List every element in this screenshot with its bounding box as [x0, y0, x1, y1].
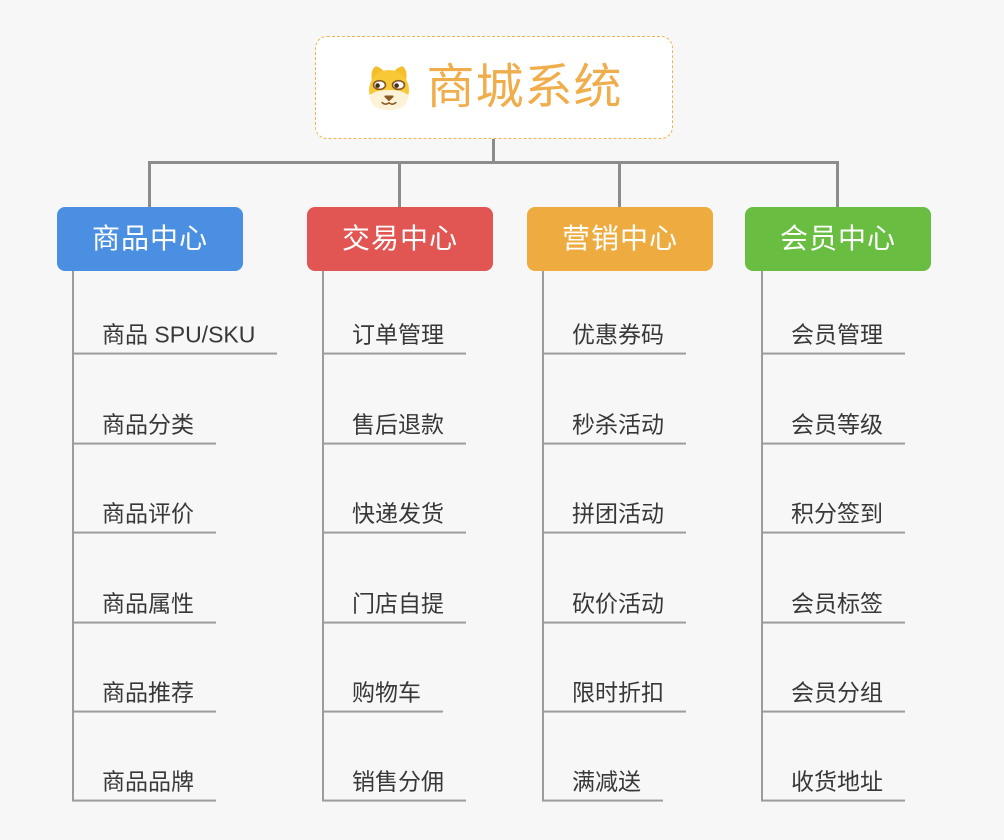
leaf-node[interactable]: 商品属性	[72, 591, 216, 624]
branch-node-product-center[interactable]: 商品中心	[57, 207, 243, 271]
leaf-node[interactable]: 会员等级	[761, 412, 905, 445]
leaf-node[interactable]: 优惠券码	[542, 322, 686, 355]
leaf-node[interactable]: 砍价活动	[542, 591, 686, 624]
leaf-node[interactable]: 限时折扣	[542, 680, 686, 713]
branch-trunk-member	[761, 271, 763, 800]
branch-node-member-center[interactable]: 会员中心	[745, 207, 931, 271]
branch-node-trade-center[interactable]: 交易中心	[307, 207, 493, 271]
leaf-node[interactable]: 快递发货	[322, 501, 466, 534]
branch-node-marketing-center[interactable]: 营销中心	[527, 207, 713, 271]
leaf-node[interactable]: 收货地址	[761, 769, 905, 802]
leaf-node[interactable]: 购物车	[322, 680, 443, 713]
connector-horizontal-bar	[148, 161, 839, 164]
leaf-node[interactable]: 商品品牌	[72, 769, 216, 802]
branch-trunk-product	[72, 271, 74, 800]
leaf-node[interactable]: 订单管理	[322, 322, 466, 355]
branch-trunk-marketing	[542, 271, 544, 800]
branch-trunk-trade	[322, 271, 324, 800]
connector-drop-product	[148, 162, 151, 208]
leaf-node[interactable]: 商品推荐	[72, 680, 216, 713]
root-title: 商城系统	[426, 60, 623, 114]
dog-face-icon	[369, 65, 410, 110]
leaf-node[interactable]: 会员管理	[761, 322, 905, 355]
leaf-node[interactable]: 商品分类	[72, 412, 216, 445]
leaf-node[interactable]: 销售分佣	[322, 769, 466, 802]
leaf-node[interactable]: 会员标签	[761, 591, 905, 624]
leaf-node[interactable]: 拼团活动	[542, 501, 686, 534]
leaf-node[interactable]: 门店自提	[322, 591, 466, 624]
connector-root-drop	[492, 139, 495, 162]
connector-drop-marketing	[618, 162, 621, 208]
leaf-node[interactable]: 积分签到	[761, 501, 905, 534]
connector-drop-trade	[398, 162, 401, 208]
leaf-node[interactable]: 秒杀活动	[542, 412, 686, 445]
leaf-node[interactable]: 商品评价	[72, 501, 216, 534]
leaf-node[interactable]: 售后退款	[322, 412, 466, 445]
leaf-node[interactable]: 会员分组	[761, 680, 905, 713]
leaf-node[interactable]: 满减送	[542, 769, 663, 802]
leaf-node[interactable]: 商品 SPU/SKU	[72, 322, 278, 355]
connector-drop-member	[836, 162, 839, 208]
root-node[interactable]: 商城系统	[315, 36, 673, 139]
